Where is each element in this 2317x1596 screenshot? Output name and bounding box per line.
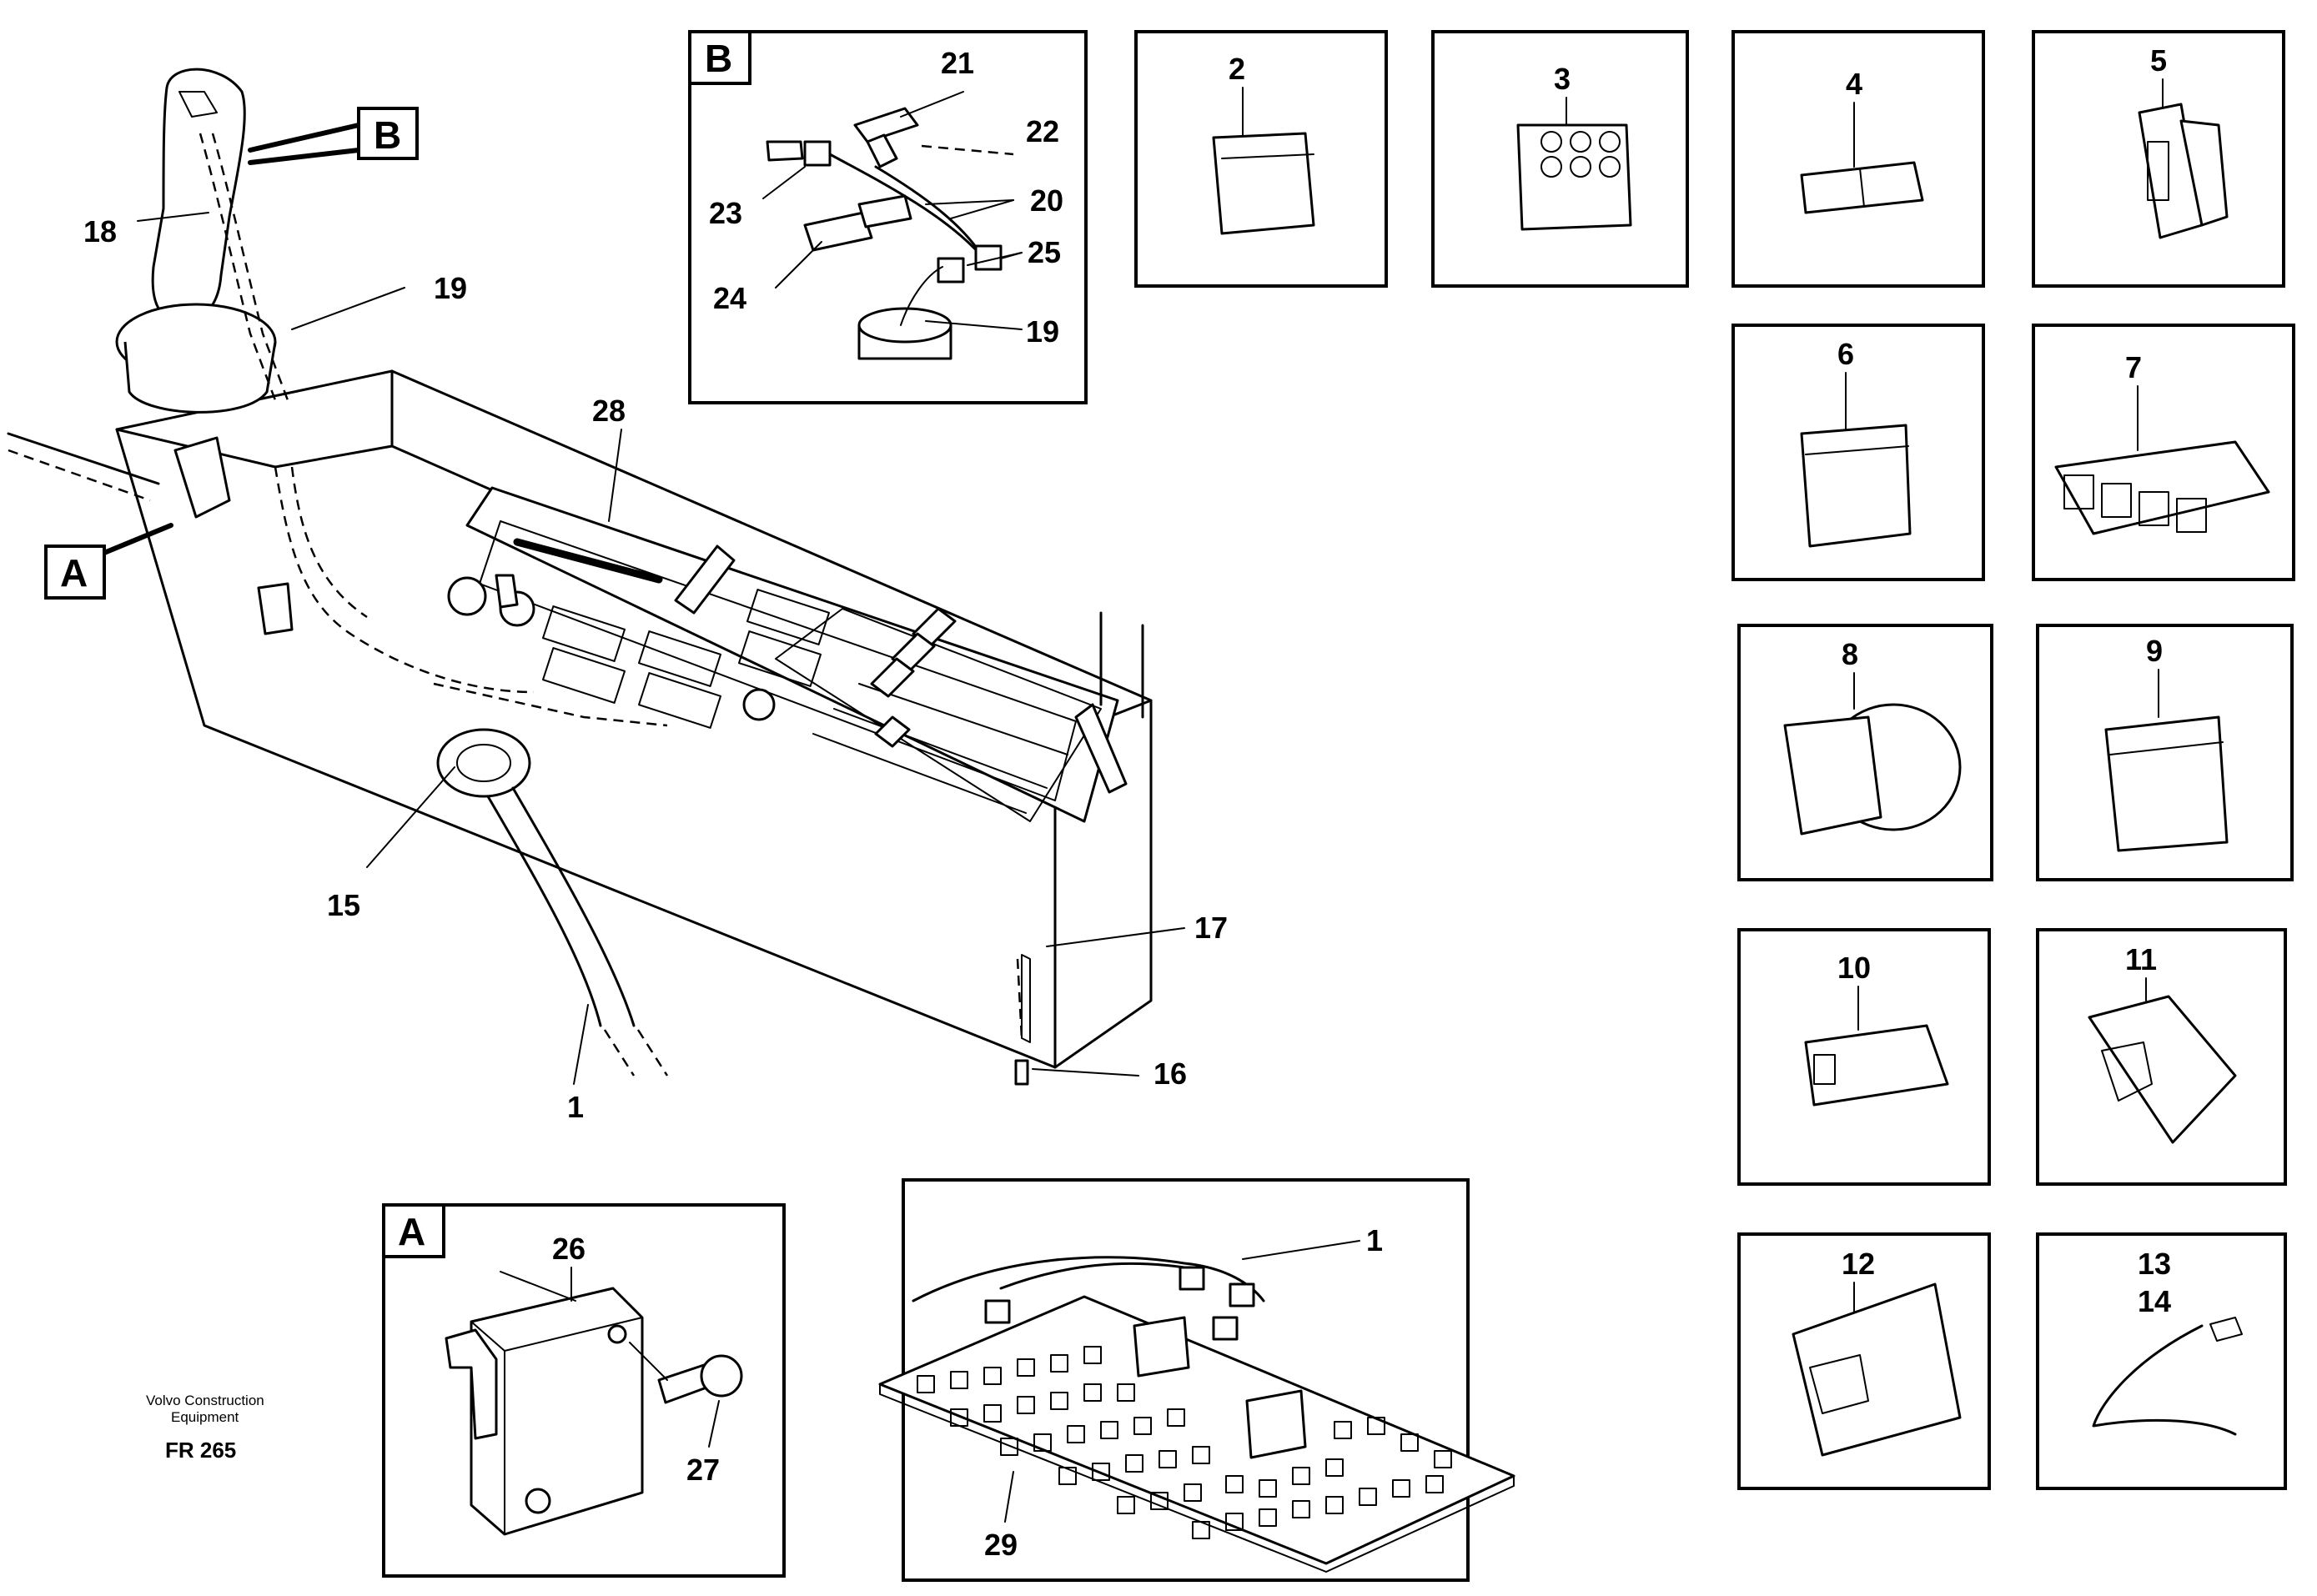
detail-a-panel: A 26 27 [382, 1203, 786, 1578]
callout-21: 21 [941, 46, 974, 80]
callout-4: 4 [1846, 67, 1862, 101]
callout-10: 10 [1837, 951, 1871, 985]
callout-8: 8 [1842, 637, 1858, 671]
callout-11: 11 [2125, 942, 2157, 976]
detail-b-marker [357, 107, 419, 160]
callout-19: 19 [434, 271, 467, 305]
callout-26: 26 [552, 1232, 586, 1266]
callout-14: 14 [2138, 1284, 2171, 1318]
callout-15: 15 [327, 888, 360, 922]
callout-27: 27 [686, 1453, 720, 1487]
detail-a-marker-letter: A [60, 551, 88, 595]
joystick-handle [151, 68, 246, 324]
callout-20: 20 [1030, 183, 1063, 218]
callout-17: 17 [1194, 911, 1228, 945]
callout-7: 7 [2125, 350, 2142, 384]
callout-6: 6 [1837, 337, 1854, 371]
callout-25: 25 [1028, 235, 1061, 269]
detail-b-letter: B [705, 37, 732, 80]
callout-24: 24 [713, 281, 746, 315]
circuit-board-panel: 1 29 [878, 1178, 1515, 1582]
callout-5: 5 [2150, 43, 2167, 78]
callout-29: 29 [984, 1528, 1018, 1562]
callout-16: 16 [1153, 1056, 1187, 1091]
callout-19b: 19 [1026, 314, 1059, 349]
callout-18: 18 [83, 214, 117, 248]
callout-9: 9 [2146, 634, 2163, 668]
main-console-illustration [7, 68, 1153, 1086]
footer-brand: Volvo Construction Equipment FR 265 [146, 1393, 264, 1463]
figure-code: FR 265 [165, 1438, 236, 1463]
part-13-14-box [2036, 1232, 2287, 1490]
brand-line-1: Volvo Construction [146, 1393, 264, 1408]
detail-b-panel: B 21 22 23 20 24 25 19 [688, 30, 1088, 404]
detail-a-letter: A [398, 1210, 425, 1253]
brand-line-2: Equipment [171, 1409, 239, 1425]
part-4-box [1731, 30, 1985, 288]
connector-thumbnails: 2 3 4 5 6 7 8 [1134, 30, 2295, 1490]
callout-2: 2 [1229, 52, 1245, 86]
detail-b-marker-letter: B [374, 113, 401, 157]
callout-28: 28 [592, 394, 626, 428]
callout-22: 22 [1026, 114, 1059, 148]
detail-a-marker [44, 545, 106, 600]
callout-23: 23 [709, 196, 742, 230]
callout-1: 1 [567, 1090, 584, 1124]
callout-12: 12 [1842, 1247, 1875, 1281]
callout-3: 3 [1554, 62, 1571, 96]
callout-1b: 1 [1366, 1223, 1383, 1257]
main-callouts: 18 19 28 15 17 16 1 B A [44, 107, 1228, 1124]
callout-13: 13 [2138, 1247, 2171, 1281]
